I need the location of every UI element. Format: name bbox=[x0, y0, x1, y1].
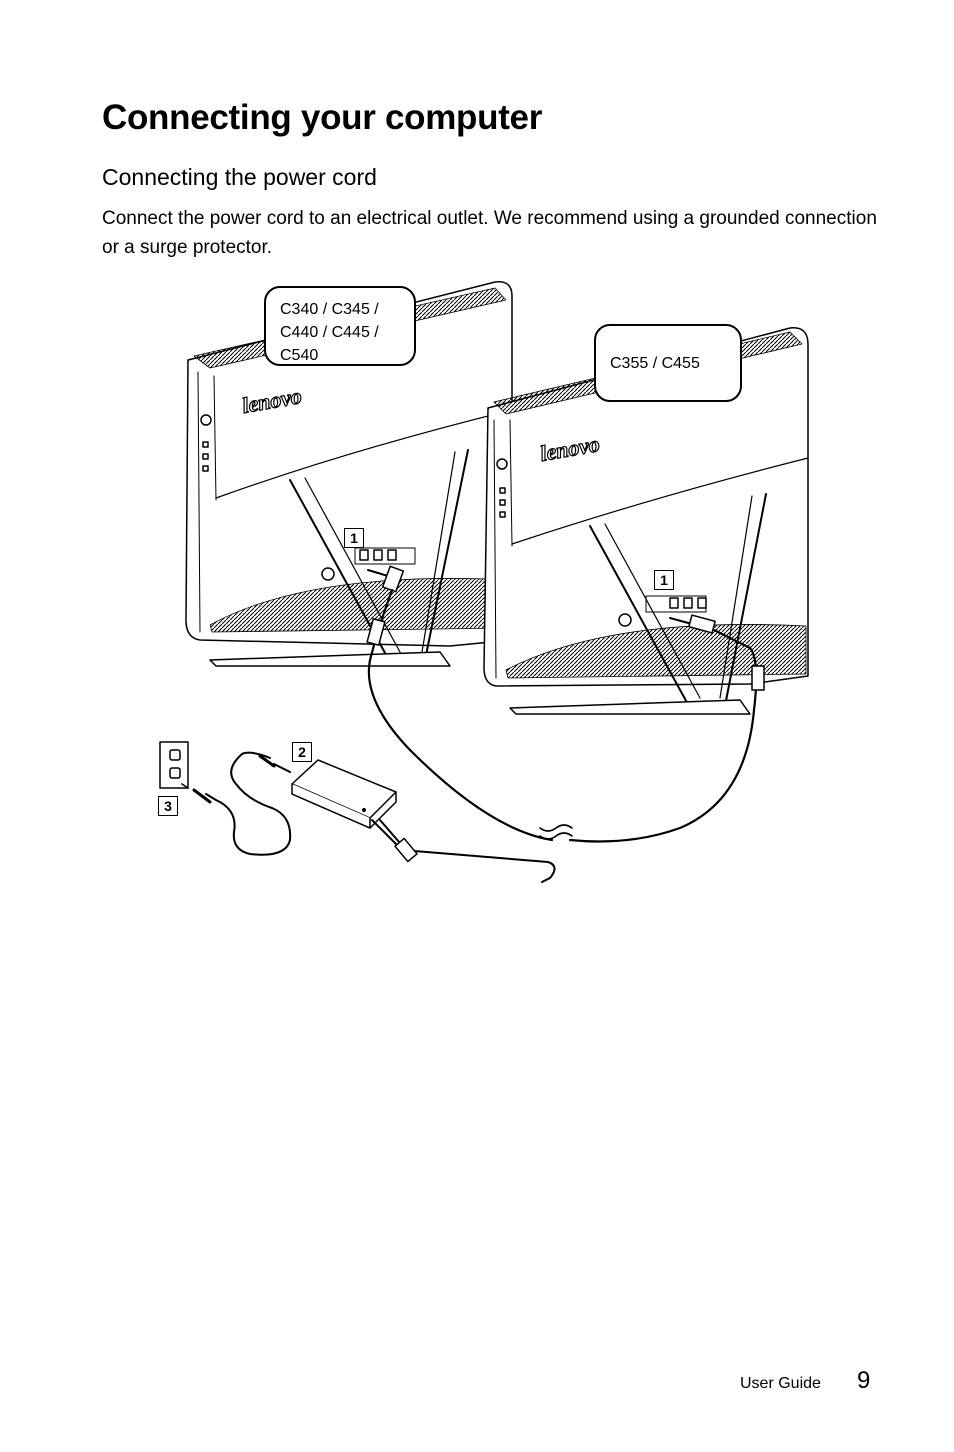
page-number: 9 bbox=[857, 1367, 871, 1394]
step-badge-1-left: 1 bbox=[344, 528, 364, 548]
section-title: Connecting the power cord bbox=[102, 164, 377, 190]
step-badge-1-right: 1 bbox=[654, 570, 674, 590]
footer-label: User Guide bbox=[740, 1375, 821, 1392]
wall-outlet-drawing bbox=[159, 741, 189, 789]
ac-cord-drawing bbox=[205, 751, 292, 856]
model-callout-right: C355 / C455 bbox=[594, 324, 742, 402]
step-badge-3: 3 bbox=[158, 796, 178, 816]
instruction-paragraph: Connect the power cord to an electrical … bbox=[102, 208, 877, 258]
step-badge-2: 2 bbox=[292, 742, 312, 762]
model-callout-left: C340 / C345 / C440 / C445 / C540 bbox=[264, 286, 416, 366]
cable-left-drawing bbox=[367, 588, 554, 842]
power-adapter-drawing bbox=[273, 759, 418, 863]
power-cord-illustration: C340 / C345 / C440 / C445 / C540 C355 / … bbox=[150, 280, 830, 890]
computer-left-drawing bbox=[185, 281, 513, 667]
page-title: Connecting your computer bbox=[102, 98, 543, 137]
